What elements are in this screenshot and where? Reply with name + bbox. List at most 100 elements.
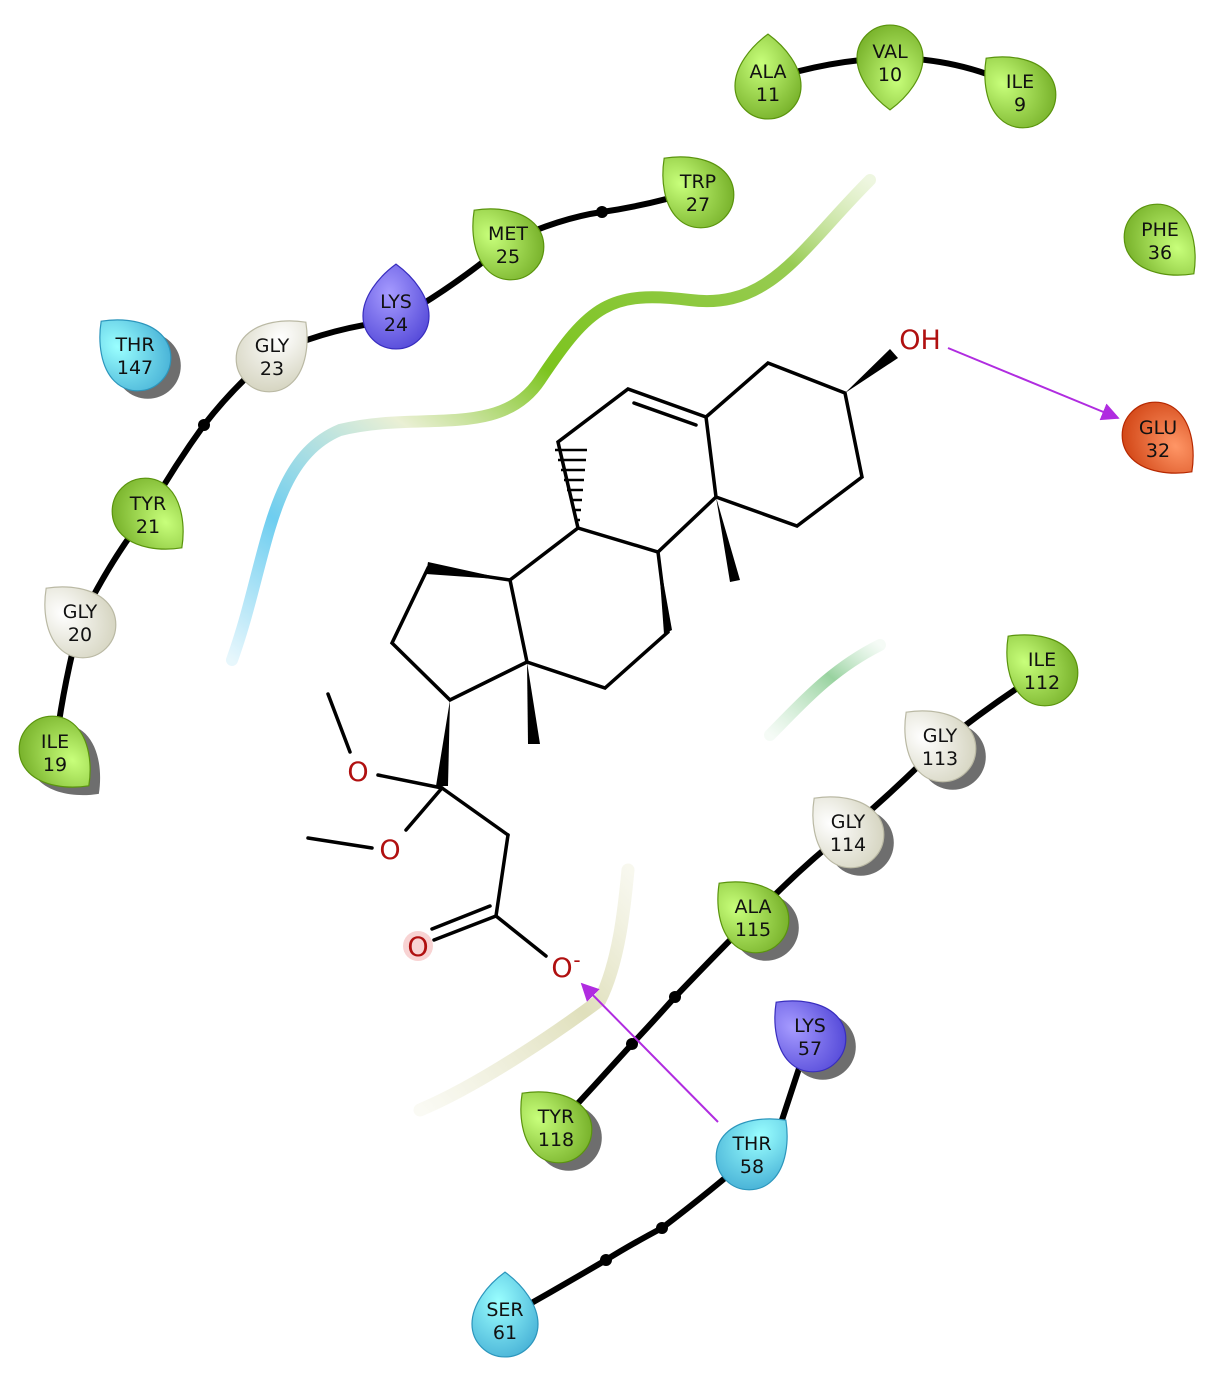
residue-name: MET [488,223,528,245]
residue-number: 114 [830,834,866,856]
residue-name: GLY [255,335,290,357]
wedge-h-bc [658,552,672,634]
atom-ether-o1: O [347,757,368,788]
wedge-side-chain [436,700,450,786]
residue-glyph [362,263,430,350]
residue-glyph [472,208,545,281]
double-bond [632,401,698,427]
residue-number: 10 [878,64,902,86]
residue-glyph [471,1271,539,1358]
residue-name: TYR [129,493,166,515]
hbond-thr58-carboxylate [580,982,719,1123]
chain-ile19-to-trp27 [52,187,701,755]
wedge-methyl-c [527,662,540,744]
pocket-curve-upper [226,174,876,666]
ring-d [389,566,529,703]
residue-name: ALA [734,896,771,918]
residue-name: SER [486,1299,523,1321]
residue-number: 21 [136,516,160,538]
residue-number: 115 [735,919,771,941]
residue-number: 9 [1014,94,1026,116]
residue-name: ILE [1028,649,1056,671]
wedge-oh [845,349,898,393]
residue-name: THR [114,334,154,356]
residue-number: 61 [493,1322,517,1344]
bond-carbonyl-1 [432,914,498,942]
residue-glyph [717,881,790,954]
residue-name: PHE [1141,219,1179,241]
residue-glyph [18,715,91,788]
residue-glyph [235,320,308,393]
residue-name: TYR [537,1106,574,1128]
atom-carbonyl-o: O [407,932,428,963]
bond-quaternary-ch2 [440,786,510,837]
hbond-oh-glu32 [947,347,1120,421]
residue-number: 25 [496,246,520,268]
pocket-curve-lower [413,863,635,1117]
residue-number: 112 [1024,672,1060,694]
residue-name: THR [731,1133,771,1155]
hydrogen-bonds [580,347,1120,1123]
residue-number: 147 [117,357,153,379]
pocket-outline [226,174,886,1117]
residue-name: ILE [1006,71,1034,93]
residue-number: 23 [260,358,284,380]
residue-number: 58 [740,1156,764,1178]
bond-carbonyl-2 [430,904,492,931]
atom-carboxylate-o: O [551,953,572,984]
chain-dot [669,991,681,1003]
bond-quaternary-o2 [404,786,444,832]
chain-lys57-thr58-ser61 [502,1032,813,1321]
chain-dot [198,419,210,431]
residue-glyph [856,24,924,111]
chain-dot [656,1222,668,1234]
residue-glyph [904,710,977,783]
bond-ch2-carboxyl [494,833,510,918]
residue-glyph [99,319,172,392]
ligand: OH O O O O - [306,325,941,984]
ring-b [556,387,718,554]
wedge-methyl-a [716,497,740,582]
bond-o2-methyl [306,836,374,850]
residue-number: 27 [686,194,710,216]
residue-name: ILE [41,731,69,753]
bond-carboxylate [494,914,548,958]
residue-glyph [1123,203,1196,276]
hash-bond [555,448,587,522]
residue-glyph [734,33,802,120]
atom-ether-o2: O [379,835,400,866]
residue-number: 32 [1146,440,1170,462]
chain-dot [626,1038,638,1050]
residue-name: LYS [794,1015,826,1037]
ring-a [704,360,864,528]
residue-name: TRP [679,171,716,193]
residue-glyph [715,1118,788,1191]
residue-glyph [520,1091,593,1164]
pocket-curve-right [764,639,886,741]
residue-glyph [812,796,885,869]
ring-c [508,526,670,690]
residue-name: GLU [1139,417,1177,439]
residue-name: LYS [380,291,412,313]
residue-glyph [1121,401,1194,474]
exposure-halo [403,931,433,961]
